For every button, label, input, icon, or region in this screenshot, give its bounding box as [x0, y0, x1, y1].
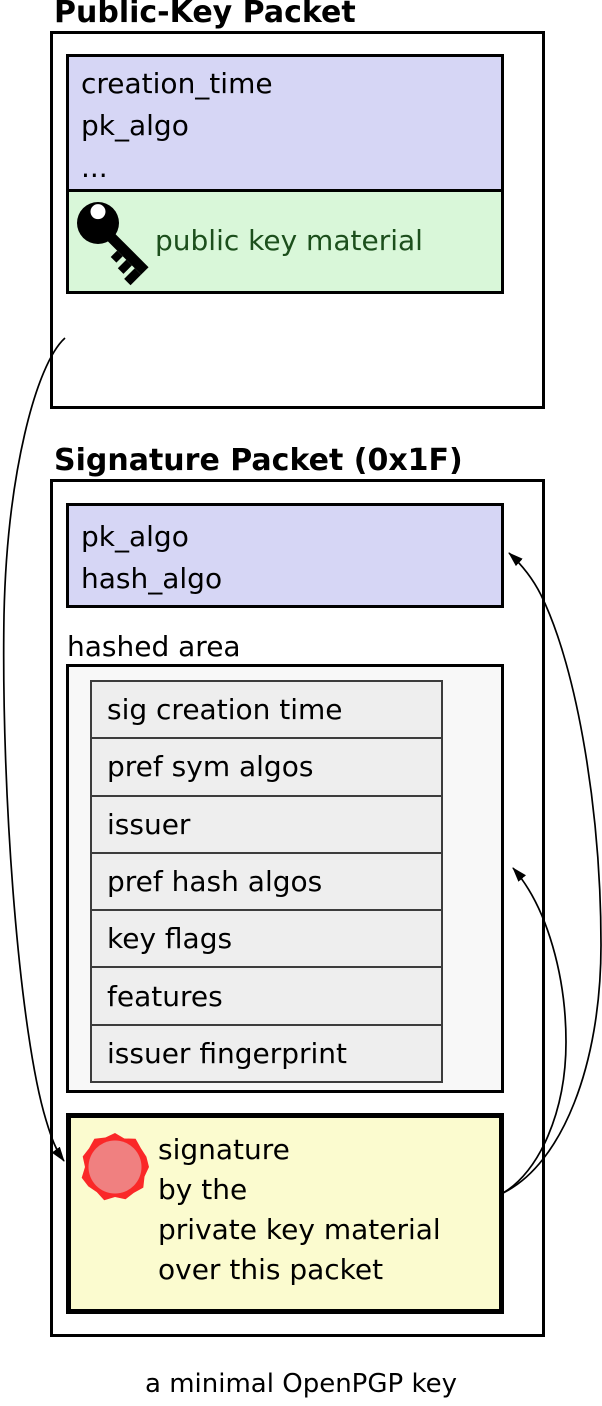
signature-line: over this packet	[158, 1253, 384, 1286]
subpacket-row-sig-creation-time: sig creation time	[92, 682, 441, 738]
field-pk-algo: pk_algo	[81, 109, 189, 142]
signature-line: signature	[158, 1133, 290, 1166]
signature-packet-title: Signature Packet (0x1F)	[54, 443, 463, 478]
field-ellipsis: ...	[81, 151, 108, 184]
signature-line: by the	[158, 1173, 248, 1206]
signature-header-box: pk_algo hash_algo	[66, 503, 504, 608]
hashed-area-label: hashed area	[67, 630, 241, 663]
public-key-packet-title: Public-Key Packet	[54, 0, 356, 30]
field-sig-hash-algo: hash_algo	[81, 562, 223, 595]
signature-line: private key material	[158, 1213, 441, 1246]
public-key-material-label: public key material	[155, 224, 423, 257]
key-icon	[77, 202, 149, 286]
diagram-caption: a minimal OpenPGP key	[145, 1369, 457, 1399]
subpacket-row-features: features	[92, 966, 441, 1024]
field-sig-pk-algo: pk_algo	[81, 520, 189, 553]
hashed-area-box: sig creation time pref sym algos issuer …	[66, 664, 504, 1093]
subpacket-row-pref-hash-algos: pref hash algos	[92, 851, 441, 910]
seal-icon	[81, 1133, 149, 1201]
subpacket-row-issuer-fingerprint: issuer fingerprint	[92, 1023, 441, 1081]
subpacket-table: sig creation time pref sym algos issuer …	[90, 680, 443, 1083]
signature-text: signature by the private key material ov…	[158, 1130, 441, 1290]
public-key-material-box: public key material	[66, 189, 504, 294]
subpacket-row-pref-sym-algos: pref sym algos	[92, 737, 441, 795]
subpacket-row-issuer: issuer	[92, 794, 441, 852]
field-creation-time: creation_time	[81, 67, 273, 100]
subpacket-row-key-flags: key flags	[92, 909, 441, 967]
public-key-header-box: creation_time pk_algo ...	[66, 54, 504, 192]
signature-box: signature by the private key material ov…	[66, 1113, 504, 1314]
